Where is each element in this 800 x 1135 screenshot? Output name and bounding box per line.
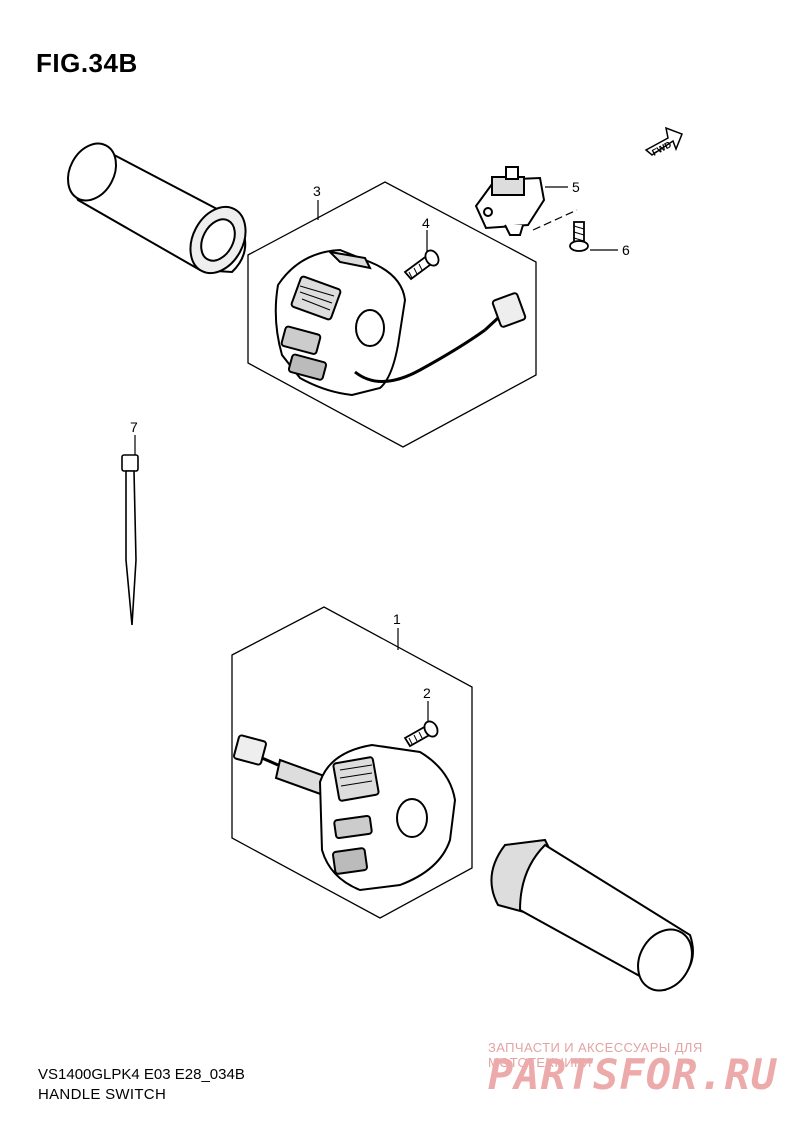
screw-6-dashed-leader — [532, 209, 578, 231]
callout-number-5: 5 — [572, 179, 580, 195]
left-handle-switch — [274, 248, 527, 397]
callout-5: 5 — [545, 179, 580, 195]
left-grip — [67, 142, 247, 275]
forward-arrow-icon — [644, 126, 683, 156]
assembly-box-3 — [247, 181, 537, 448]
callout-number-6: 6 — [622, 242, 630, 258]
callout-1: 1 — [393, 611, 401, 650]
figure-title: FIG.34B — [36, 48, 138, 78]
model-code: VS1400GLPK4 E03 E28_034B — [38, 1066, 245, 1083]
callout-number-1: 1 — [393, 611, 401, 627]
callout-3: 3 — [313, 183, 321, 220]
watermark-caption: ЗАПЧАСТИ И АКСЕССУАРЫ ДЛЯ МОТОТЕХНИКИ — [488, 1040, 703, 1070]
watermark-logo: PARTSFOR.RU — [488, 1050, 778, 1099]
callout-number-4: 4 — [422, 215, 430, 231]
callout-number-3: 3 — [313, 183, 321, 199]
callout-number-7: 7 — [130, 419, 138, 435]
clutch-switch-5 — [474, 166, 546, 236]
assembly-box-1 — [231, 606, 473, 919]
callout-6: 6 — [590, 242, 630, 258]
right-throttle-grip — [490, 838, 694, 992]
cable-tie-7 — [121, 454, 139, 626]
screw-6 — [569, 221, 589, 252]
callout-2: 2 — [423, 685, 431, 722]
callout-4: 4 — [422, 215, 430, 252]
callout-7: 7 — [130, 419, 138, 455]
right-handle-switch — [233, 734, 457, 892]
screw-2 — [403, 720, 439, 748]
section-name: HANDLE SWITCH — [38, 1086, 167, 1103]
screw-4 — [403, 249, 440, 281]
callout-number-2: 2 — [423, 685, 431, 701]
fwd-direction-marker: FWD — [644, 126, 683, 158]
